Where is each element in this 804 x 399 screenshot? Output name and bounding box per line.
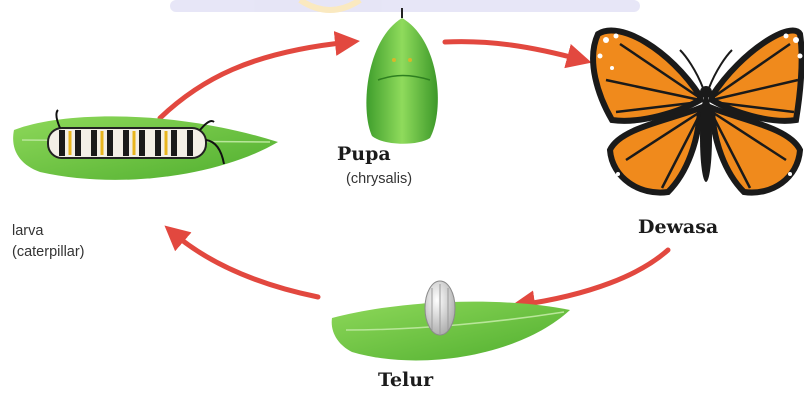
larva-label: larva [12,223,43,239]
pupa-label: Pupa [337,143,391,165]
arrow-adult-to-egg [520,250,668,305]
arrow-larva-to-pupa [160,42,350,118]
arrow-pupa-to-adult [445,42,582,60]
butterfly-icon [593,31,802,193]
larva-illustration [13,110,278,180]
chrysalis-icon [366,18,437,144]
butterfly-illustration [593,31,802,193]
watermark [170,0,640,12]
pupa-illustration [366,8,437,144]
egg-illustration [332,281,570,360]
larva-note: (caterpillar) [12,244,85,260]
pupa-note: (chrysalis) [346,171,412,187]
adult-label: Dewasa [638,216,718,238]
egg-label: Telur [378,369,433,391]
arrow-egg-to-larva [172,232,318,297]
